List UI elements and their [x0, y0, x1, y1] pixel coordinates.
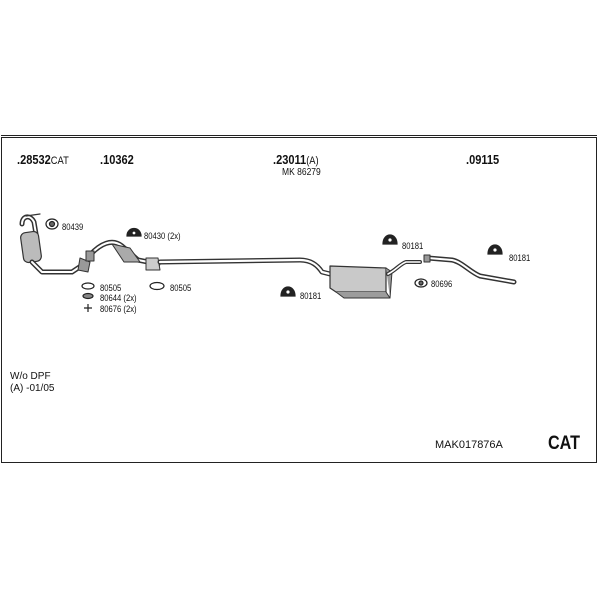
kit-code: MAK017876A — [435, 439, 503, 451]
ref-label: 80644 (2x) — [100, 293, 137, 303]
part-number-09115: .09115 — [466, 152, 500, 167]
diagram-frame — [1, 137, 597, 463]
note-line: W/o DPF — [10, 371, 51, 382]
note-line: (A) -01/05 — [10, 383, 55, 394]
part-number-10362: .10362 — [100, 152, 134, 167]
clamp-icon — [45, 218, 59, 230]
rubber-hanger-icon — [382, 234, 398, 245]
rubber-hanger-icon — [487, 244, 503, 255]
ref-label: 80696 — [431, 279, 453, 289]
flange-icon — [149, 281, 165, 291]
rubber-hanger-icon — [126, 227, 142, 237]
ref-label: 80181 — [300, 291, 322, 301]
middle-pipe — [157, 257, 333, 277]
tail-pipe — [423, 254, 517, 285]
ref-label: 80505 — [170, 283, 192, 293]
ref-label: 80439 — [62, 222, 84, 232]
part-sub-label: MK 86279 — [282, 167, 321, 178]
clamp-icon — [414, 278, 428, 288]
ref-label: 80430 (2x) — [144, 231, 181, 241]
part-suffix: (A) — [306, 155, 319, 167]
intermediate-pipe — [85, 239, 161, 271]
catalytic-converter — [19, 213, 91, 275]
gasket-icon — [81, 282, 95, 312]
ref-label: 80505 — [100, 283, 122, 293]
top-rule — [1, 135, 597, 136]
part-suffix: CAT — [50, 155, 69, 167]
ref-label: 80181 — [509, 253, 531, 263]
rubber-hanger-icon — [280, 286, 296, 297]
part-number-28532: .28532CAT — [17, 152, 69, 167]
kit-type-label: CAT — [548, 433, 580, 454]
ref-label: 80676 (2x) — [100, 304, 137, 314]
ref-label: 80181 — [402, 241, 424, 251]
rear-silencer — [329, 260, 422, 299]
part-number-23011: .23011(A) — [273, 152, 319, 167]
